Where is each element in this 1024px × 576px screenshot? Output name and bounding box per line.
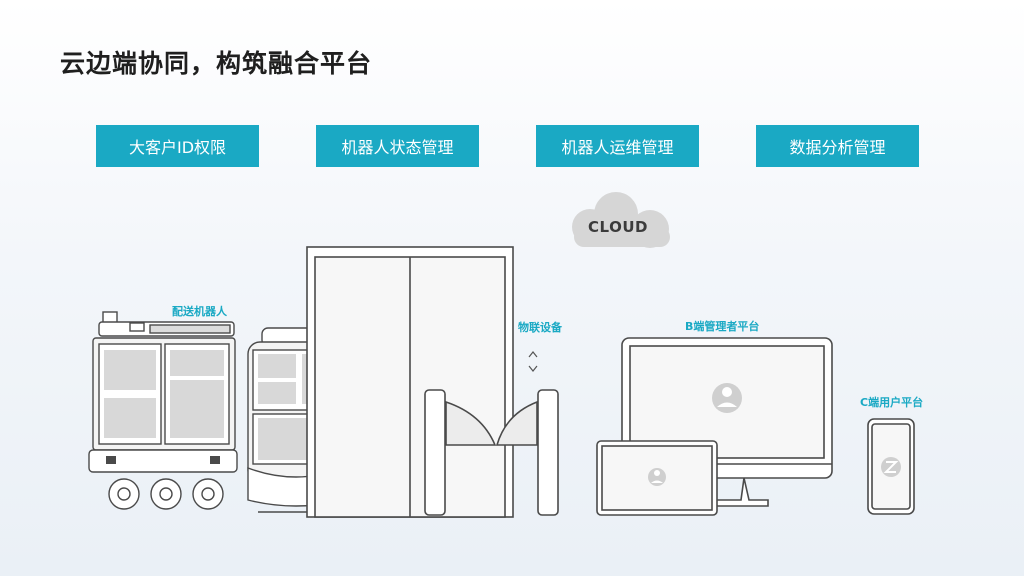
tag-enterprise-id-permissions: 大客户ID权限 <box>96 125 259 167</box>
tag-robot-ops-management: 机器人运维管理 <box>536 125 699 167</box>
smartphone-illustration <box>867 418 915 515</box>
tag-robot-status-management: 机器人状态管理 <box>316 125 479 167</box>
label-b-platform: B端管理者平台 <box>685 320 760 333</box>
elevator-illustration <box>306 246 514 518</box>
label-c-platform: C端用户平台 <box>860 396 924 409</box>
turnstile-gate-illustration <box>424 389 559 516</box>
delivery-robot-illustration <box>88 311 238 510</box>
tag-data-analysis-management: 数据分析管理 <box>756 125 919 167</box>
up-down-arrow-icon <box>528 351 538 372</box>
label-iot-devices: 物联设备 <box>518 321 562 334</box>
cloud-icon <box>572 192 670 248</box>
label-delivery-robot: 配送机器人 <box>172 305 227 318</box>
page-title: 云边端协同，构筑融合平台 <box>60 49 373 78</box>
laptop-illustration <box>596 440 718 516</box>
cloud-label: CLOUD <box>588 218 648 236</box>
